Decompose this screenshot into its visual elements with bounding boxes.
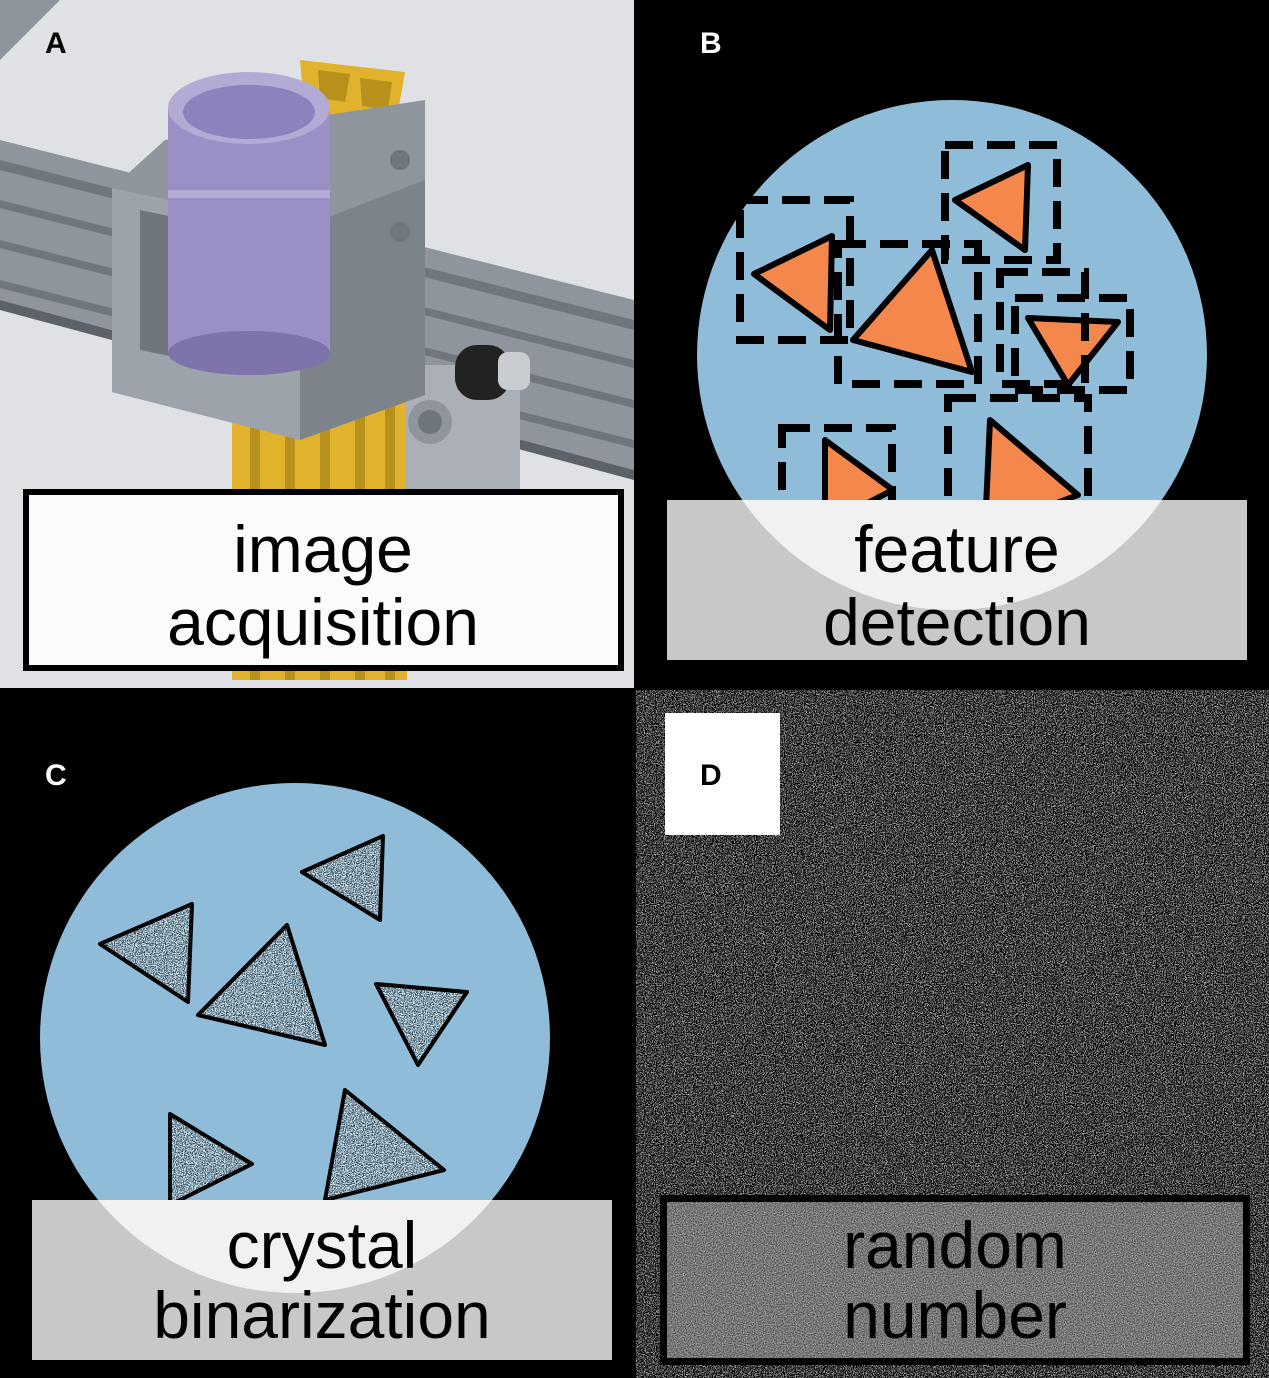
bounding-box-icon (834, 240, 982, 388)
panel-letter-a: A (45, 27, 67, 60)
caption-box-d (667, 1202, 1243, 1358)
panel-letter-b: B (700, 27, 722, 60)
panel-c: crystal binarization C (0, 690, 634, 1378)
caption-b-line2: detection (823, 585, 1091, 659)
crystal-triangle-icon (168, 1112, 254, 1207)
caption-d-line1: random (843, 1208, 1067, 1282)
panel-d: D random number (636, 690, 1269, 1378)
caption-c-line2: binarization (153, 1278, 491, 1352)
bounding-boxes (736, 141, 1134, 542)
bounding-box-icon (1011, 294, 1134, 394)
panel-letter-box-d (665, 713, 780, 835)
crystal-triangle-icon (300, 834, 385, 922)
vial-illustration (168, 72, 330, 375)
caption-b-line1: feature (854, 512, 1059, 586)
caption-a-line2: acquisition (167, 585, 479, 659)
crystal-triangle-icon (196, 923, 327, 1047)
crystal-triangle-icon (98, 902, 194, 1004)
crystal-triangle-icon (952, 162, 1031, 253)
bounding-box-icon (941, 141, 1061, 264)
caption-a-line1: image (233, 512, 413, 586)
crystal-triangle-icon (1025, 315, 1121, 388)
bounding-box-icon (736, 196, 854, 344)
crystal-triangle-icon (374, 982, 469, 1067)
crystal-triangle-icon (323, 1088, 446, 1202)
caption-c-line1: crystal (227, 1208, 418, 1282)
caption-box-a (23, 489, 624, 671)
panel-a: image acquisition A (0, 0, 634, 688)
panel-letter-d: D (700, 759, 722, 792)
panel-b: feature detection B (636, 0, 1269, 688)
crystal-triangle-icon (850, 247, 975, 375)
knob-bracket (405, 345, 530, 515)
caption-d-line2: number (843, 1278, 1067, 1352)
divider-horizontal (0, 688, 1269, 690)
panel-letter-c: C (45, 759, 67, 792)
bounding-box-icon (996, 268, 1089, 388)
crystal-triangle-icon (751, 233, 835, 333)
